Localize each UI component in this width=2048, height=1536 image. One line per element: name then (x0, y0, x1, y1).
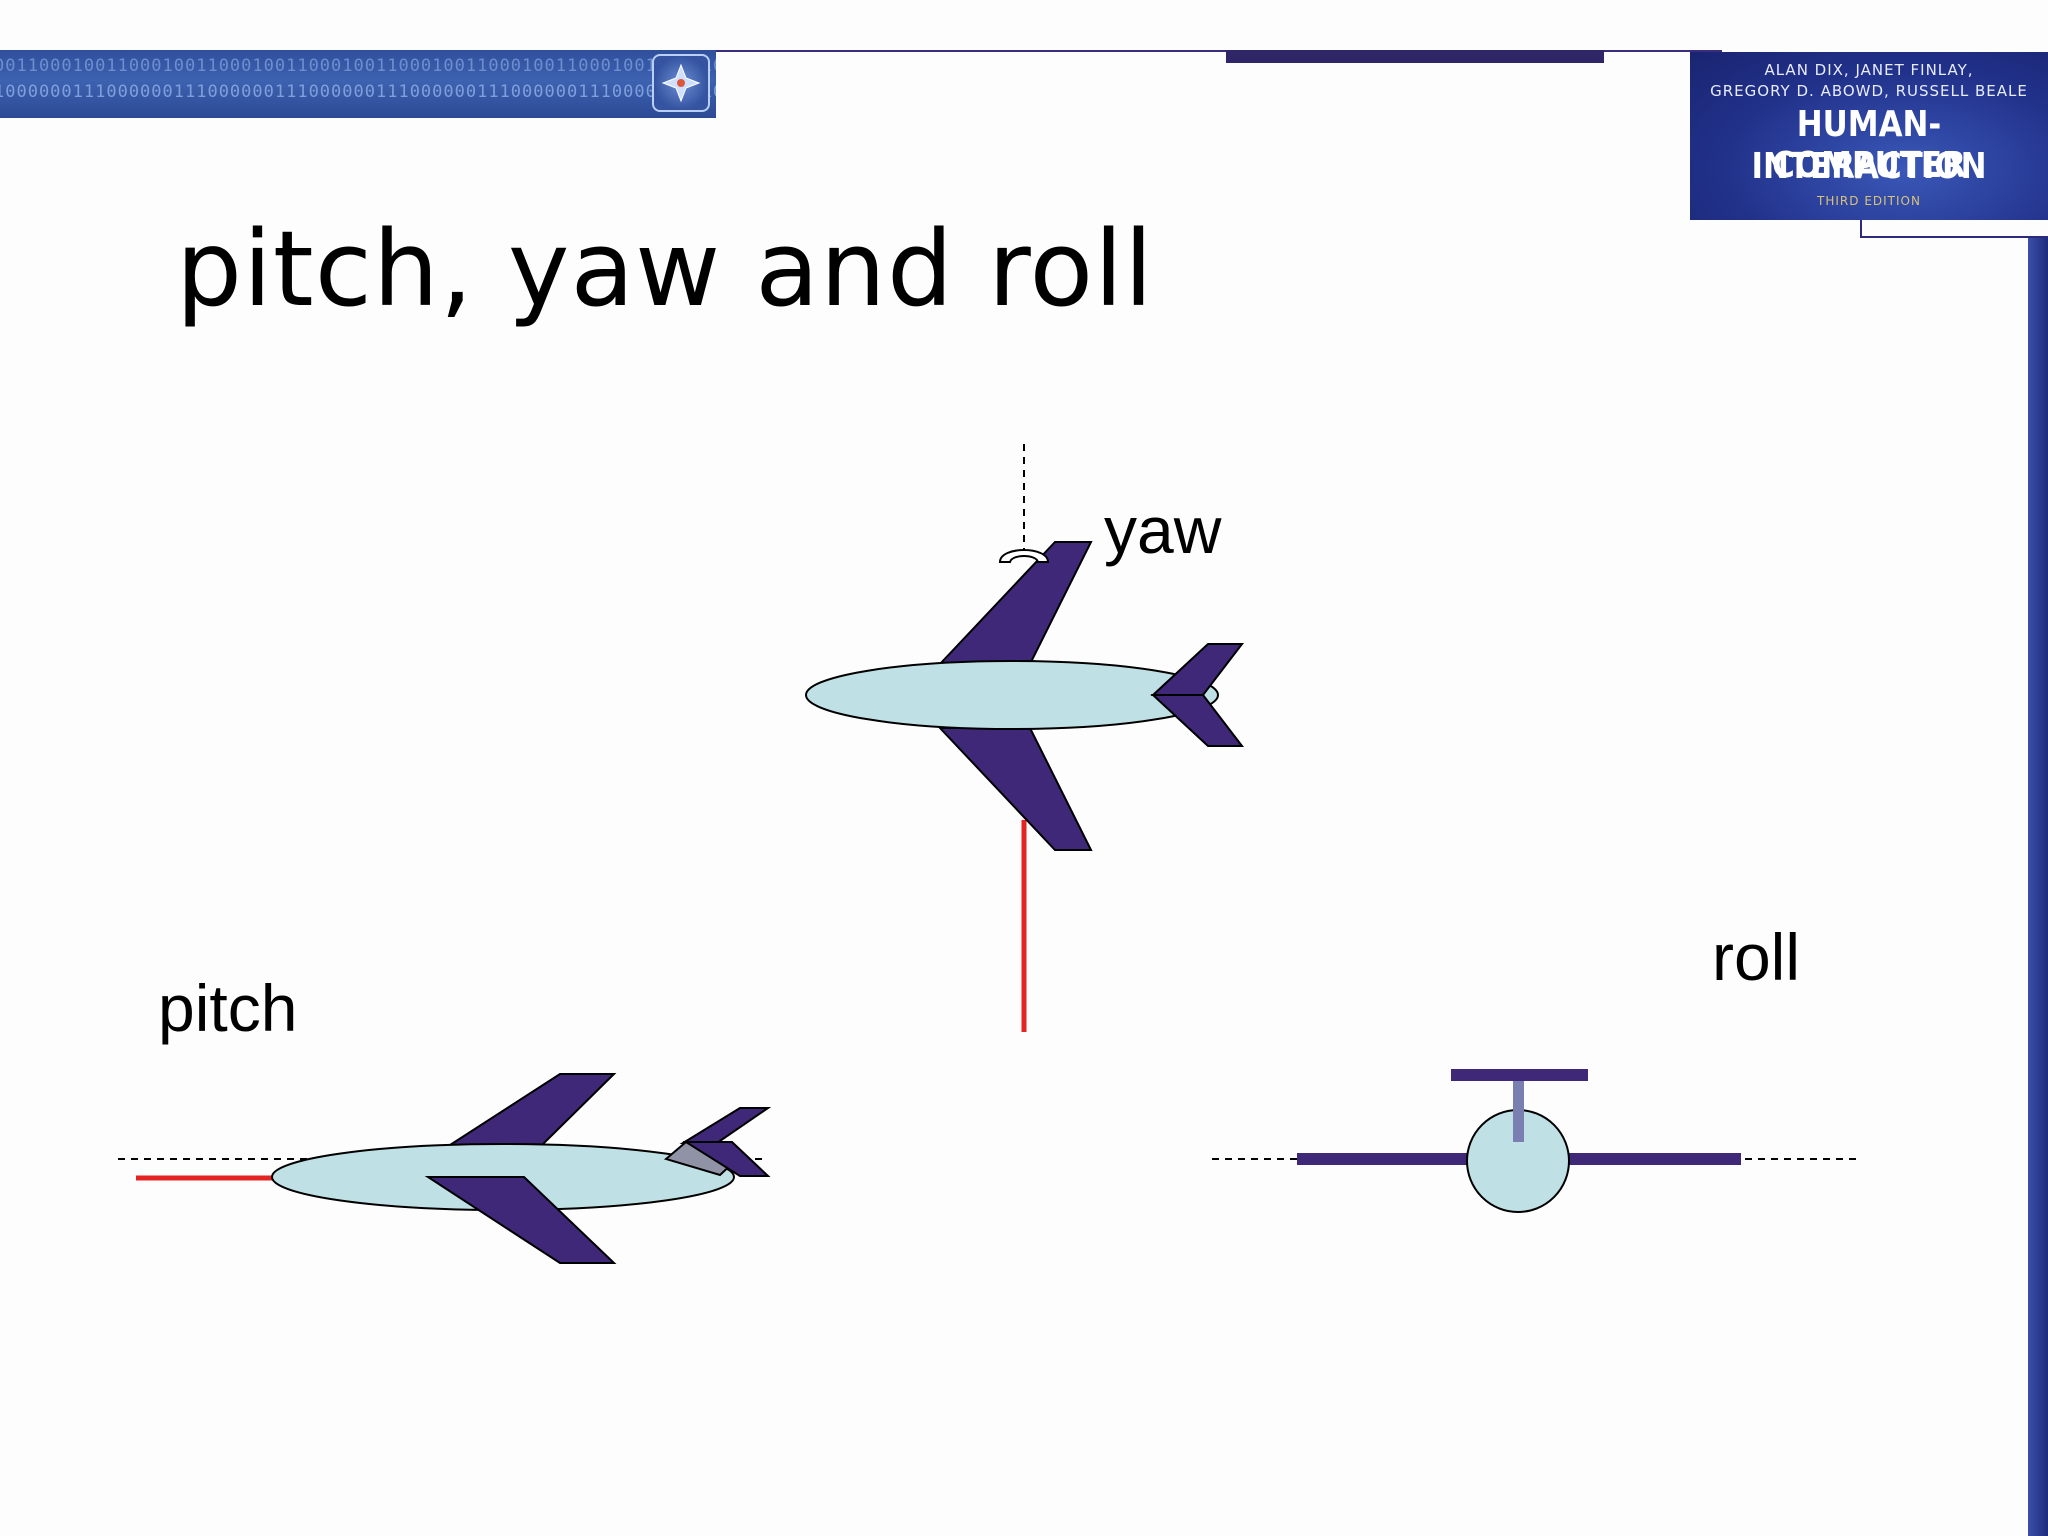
cover-underline (1860, 220, 2048, 238)
yaw-rotation-arrow (998, 549, 1050, 563)
cover-authors: GREGORY D. ABOWD, RUSSELL BEALE (1710, 82, 2028, 100)
pitch-tail-fin (682, 1141, 771, 1177)
yaw-label: yaw (1104, 493, 1222, 567)
pitch-label: pitch (158, 971, 298, 1045)
compass-icon (652, 54, 710, 112)
yaw-tail-fin (1150, 643, 1245, 696)
header-banner: 0011000100110001001100010011000100110001… (0, 50, 716, 118)
roll-stabilizer (1451, 1069, 1588, 1081)
yaw-top-wing (937, 541, 1093, 665)
pitch-upper-wing (446, 1073, 617, 1146)
pitch-lower-wing (424, 1176, 617, 1264)
yaw-airplane (805, 444, 1245, 1032)
cover-title: INTERACTION (1751, 146, 1987, 187)
slide-title: pitch, yaw and roll (176, 208, 1154, 330)
pitch-airplane (118, 1073, 772, 1264)
roll-airplane (1212, 1069, 1860, 1213)
cover-edition: THIRD EDITION (1817, 194, 1921, 208)
banner-binary-row: 1000000111000000111000000111000000111000… (0, 82, 716, 102)
header-accent-bar (1226, 50, 1604, 63)
banner-binary-row: 0011000100110001001100010011000100110001… (0, 56, 716, 76)
yaw-bottom-wing (937, 727, 1093, 851)
book-cover: ALAN DIX, JANET FINLAY, GREGORY D. ABOWD… (1690, 52, 2048, 220)
header-rule (716, 50, 1722, 52)
roll-tail-fin (1513, 1074, 1524, 1142)
cover-authors: ALAN DIX, JANET FINLAY, (1764, 61, 1974, 79)
cover-title: HUMAN-COMPUTER (1772, 104, 1966, 186)
yaw-fuselage (805, 660, 1219, 730)
right-edge-bar (2028, 238, 2048, 1536)
roll-label: roll (1712, 920, 1801, 994)
yaw-tail-fin (1150, 694, 1245, 747)
pitch-tail-fin (679, 1107, 772, 1144)
